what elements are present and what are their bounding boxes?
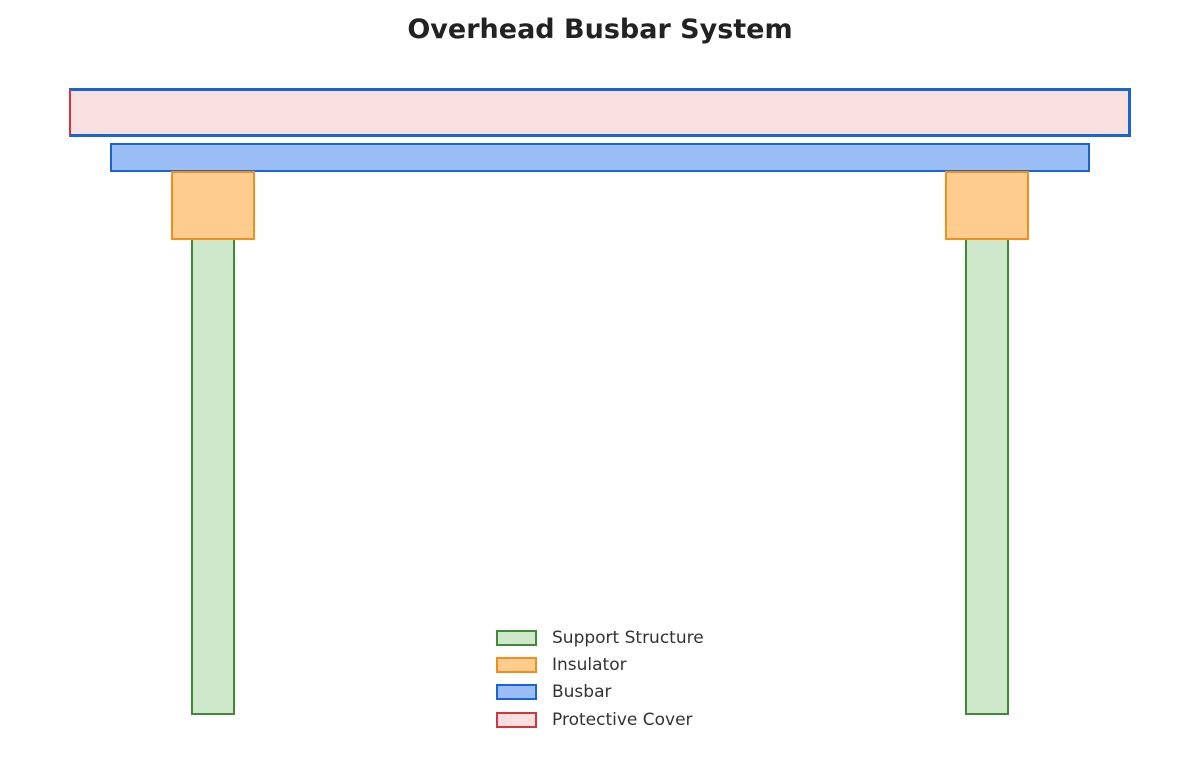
legend-label-busbar: Busbar — [552, 682, 612, 703]
legend-swatch-busbar — [496, 684, 537, 701]
support-structure-right — [965, 238, 1009, 715]
legend-label-insulator: Insulator — [552, 654, 627, 675]
legend: Support Structure Insulator Busbar Prote… — [496, 624, 704, 733]
insulator-left — [171, 171, 255, 240]
legend-label-support: Support Structure — [552, 627, 704, 648]
protective-cover — [69, 88, 1131, 137]
legend-item-support: Support Structure — [496, 624, 704, 651]
legend-item-busbar: Busbar — [496, 679, 704, 706]
support-structure-left — [191, 238, 235, 715]
legend-swatch-cover — [496, 711, 537, 728]
legend-item-insulator: Insulator — [496, 651, 704, 678]
legend-label-cover: Protective Cover — [552, 709, 693, 730]
insulator-right — [945, 171, 1029, 240]
legend-swatch-insulator — [496, 656, 537, 673]
legend-swatch-support — [496, 629, 537, 646]
legend-item-cover: Protective Cover — [496, 706, 704, 733]
busbar — [110, 143, 1090, 172]
diagram-title: Overhead Busbar System — [407, 14, 793, 45]
